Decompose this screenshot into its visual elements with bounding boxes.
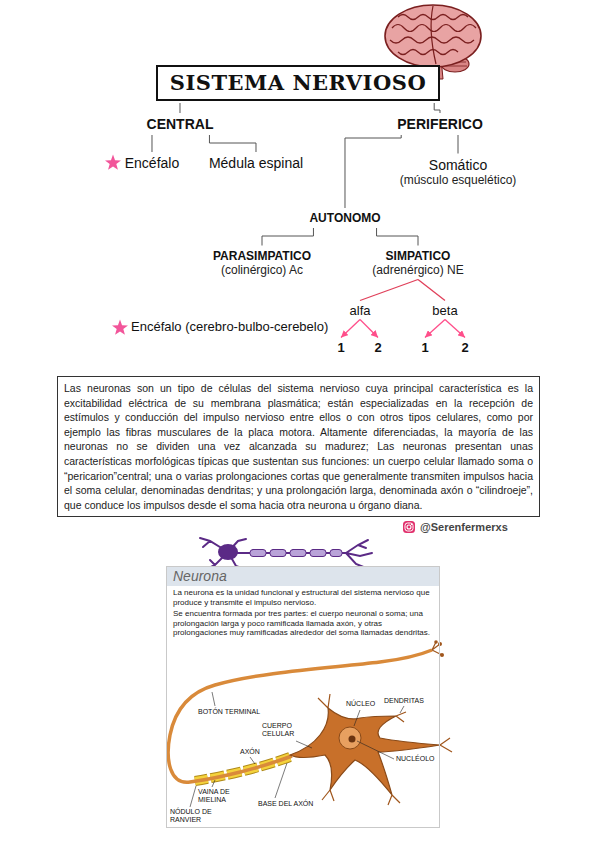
tree-node: Encéfalo: [123, 154, 181, 172]
credit-handle: @Serenfermerxs: [420, 520, 508, 534]
tree-node: 2: [459, 339, 470, 356]
tree-node: Somático(músculo esquelético): [398, 156, 519, 189]
part-label: BASE DEL AXÓN: [258, 800, 313, 808]
leaf-note: (adrenérgico) NE: [372, 263, 463, 278]
tree-node: SIMPATICO(adrenérgico) NE: [370, 248, 465, 279]
connector-line: [151, 135, 152, 152]
neuron-illustration: [168, 640, 452, 807]
title-text: SISTEMA NERVIOSO: [170, 70, 426, 96]
tree-node: alfa: [348, 302, 373, 319]
connector-line: [377, 228, 418, 246]
tree-node: CENTRAL: [145, 115, 216, 133]
tree-node: AUTONOMO: [307, 210, 382, 226]
part-label: VAINA DE MIELINA: [198, 788, 234, 804]
branch-label: AUTONOMO: [309, 211, 380, 225]
connector-line: [434, 103, 440, 113]
leaf-label: Somático: [400, 157, 517, 173]
leaf-label: Médula espinal: [209, 155, 303, 171]
connector-line: [445, 320, 465, 338]
tree-node: beta: [430, 302, 459, 319]
part-label: NÚCLEO: [346, 700, 375, 708]
part-label: DENDRITAS: [384, 697, 424, 705]
part-label: NÓDULO DE RANVIER: [170, 808, 214, 824]
panel-heading: Neurona: [167, 567, 439, 586]
connector-line: [341, 320, 360, 338]
branch-label: SIMPATICO: [372, 249, 463, 263]
connector-line: [458, 135, 459, 154]
leaf-label: Encéfalo: [125, 155, 179, 171]
branch-label: CENTRAL: [147, 116, 214, 132]
star-mark: [105, 155, 128, 335]
connector-line: [179, 103, 180, 113]
leaf-note: (músculo esquelético): [400, 173, 517, 188]
leader-line: [190, 692, 404, 807]
tree-node: Médula espinal: [207, 154, 305, 172]
part-label: AXÓN: [240, 748, 260, 756]
branch-label: PERIFERICO: [397, 116, 483, 132]
receptor-label: alfa: [350, 303, 371, 318]
tree-node: 1: [419, 339, 430, 356]
tree-node: PARASIMPATICO(colinérgico) Ac: [211, 248, 313, 279]
tree-node: 1: [335, 339, 346, 356]
note-text: Encéfalo (cerebro-bulbo-cerebelo): [131, 319, 328, 335]
part-label: BOTÓN TERMINAL: [198, 708, 260, 716]
connector-line: [360, 320, 378, 338]
title-box: SISTEMA NERVIOSO: [156, 65, 440, 101]
connector-line: [425, 320, 445, 338]
subtype-number: 1: [421, 340, 428, 355]
text-box: Las neuronas son un tipo de células del …: [57, 376, 540, 517]
tree-node: PERIFERICO: [395, 115, 485, 133]
panel-text: Se encuentra formada por tres partes: el…: [167, 609, 439, 638]
leaf-note: (colinérgico) Ac: [213, 263, 311, 278]
connector-line: [360, 280, 418, 301]
subtype-number: 1: [337, 340, 344, 355]
connector-line: [345, 135, 401, 208]
panel-text: La neurona es la unidad funcional y estr…: [167, 588, 439, 607]
receptor-label: beta: [432, 303, 457, 318]
part-label: NUCLÉOLO: [396, 755, 435, 763]
branch-label: PARASIMPATICO: [213, 249, 311, 263]
body-text: Las neuronas son un tipo de células del …: [64, 381, 533, 512]
connector-line: [418, 280, 445, 301]
part-label: CUERPO CELULAR: [262, 722, 302, 738]
tree-node: 2: [372, 339, 383, 356]
instagram-icon: [402, 520, 416, 534]
subtype-number: 2: [374, 340, 381, 355]
subtype-number: 2: [461, 340, 468, 355]
connector-line: [209, 135, 256, 152]
connector-line: [262, 228, 313, 246]
